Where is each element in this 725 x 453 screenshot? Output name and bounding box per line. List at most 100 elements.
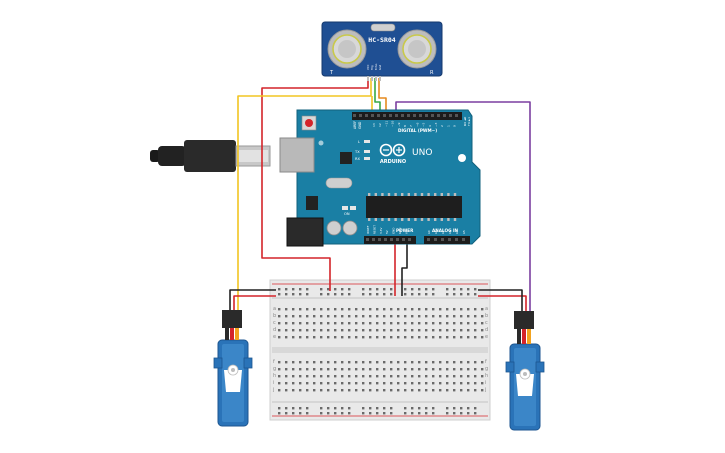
- rail-hole[interactable]: [376, 412, 379, 415]
- breadboard-hole[interactable]: [320, 389, 323, 392]
- breadboard-hole[interactable]: [327, 361, 330, 364]
- breadboard-hole[interactable]: [341, 368, 344, 371]
- rail-hole[interactable]: [390, 412, 393, 415]
- rail-hole[interactable]: [446, 407, 449, 410]
- breadboard-hole[interactable]: [390, 336, 393, 339]
- breadboard-hole[interactable]: [355, 315, 358, 318]
- wire-yellow-servo-left[interactable]: [237, 78, 372, 312]
- breadboard-hole[interactable]: [474, 361, 477, 364]
- breadboard-hole[interactable]: [313, 382, 316, 385]
- breadboard-hole[interactable]: [299, 315, 302, 318]
- header-hole[interactable]: [408, 238, 411, 241]
- header-hole[interactable]: [359, 114, 362, 117]
- breadboard-hole[interactable]: [404, 315, 407, 318]
- breadboard-hole[interactable]: [355, 375, 358, 378]
- breadboard-hole[interactable]: [327, 368, 330, 371]
- breadboard-hole[interactable]: [404, 389, 407, 392]
- breadboard-hole[interactable]: [341, 382, 344, 385]
- breadboard-hole[interactable]: [453, 368, 456, 371]
- breadboard-hole[interactable]: [341, 389, 344, 392]
- breadboard-hole[interactable]: [369, 361, 372, 364]
- breadboard-hole[interactable]: [418, 322, 421, 325]
- breadboard-hole[interactable]: [404, 361, 407, 364]
- breadboard-hole[interactable]: [481, 361, 484, 364]
- breadboard-hole[interactable]: [369, 308, 372, 311]
- breadboard-hole[interactable]: [446, 361, 449, 364]
- rail-hole[interactable]: [404, 293, 407, 296]
- rail-hole[interactable]: [334, 288, 337, 291]
- breadboard-hole[interactable]: [397, 361, 400, 364]
- breadboard-hole[interactable]: [481, 308, 484, 311]
- breadboard-hole[interactable]: [460, 389, 463, 392]
- rail-hole[interactable]: [278, 293, 281, 296]
- breadboard-hole[interactable]: [376, 375, 379, 378]
- breadboard-hole[interactable]: [285, 322, 288, 325]
- rail-hole[interactable]: [348, 293, 351, 296]
- header-hole[interactable]: [431, 114, 434, 117]
- breadboard-hole[interactable]: [446, 336, 449, 339]
- breadboard-hole[interactable]: [306, 329, 309, 332]
- breadboard-hole[interactable]: [397, 389, 400, 392]
- breadboard-hole[interactable]: [439, 315, 442, 318]
- breadboard-hole[interactable]: [411, 329, 414, 332]
- rail-hole[interactable]: [474, 288, 477, 291]
- breadboard-hole[interactable]: [460, 336, 463, 339]
- breadboard-hole[interactable]: [467, 336, 470, 339]
- breadboard-hole[interactable]: [327, 315, 330, 318]
- breadboard-hole[interactable]: [362, 329, 365, 332]
- breadboard-hole[interactable]: [383, 336, 386, 339]
- breadboard-hole[interactable]: [404, 368, 407, 371]
- breadboard-hole[interactable]: [334, 375, 337, 378]
- breadboard-hole[interactable]: [411, 382, 414, 385]
- header-hole[interactable]: [419, 114, 422, 117]
- breadboard-hole[interactable]: [348, 361, 351, 364]
- breadboard-hole[interactable]: [390, 375, 393, 378]
- rail-hole[interactable]: [320, 412, 323, 415]
- breadboard-hole[interactable]: [390, 361, 393, 364]
- header-hole[interactable]: [462, 238, 465, 241]
- header-hole[interactable]: [371, 114, 374, 117]
- rail-hole[interactable]: [453, 407, 456, 410]
- breadboard-hole[interactable]: [425, 336, 428, 339]
- breadboard-hole[interactable]: [362, 368, 365, 371]
- rail-hole[interactable]: [348, 412, 351, 415]
- rail-hole[interactable]: [425, 288, 428, 291]
- rail-hole[interactable]: [341, 288, 344, 291]
- breadboard-hole[interactable]: [334, 315, 337, 318]
- breadboard-hole[interactable]: [383, 389, 386, 392]
- header-hole[interactable]: [413, 114, 416, 117]
- breadboard-hole[interactable]: [334, 382, 337, 385]
- rail-hole[interactable]: [334, 407, 337, 410]
- breadboard-hole[interactable]: [418, 375, 421, 378]
- rail-hole[interactable]: [369, 407, 372, 410]
- rail-hole[interactable]: [425, 293, 428, 296]
- breadboard-hole[interactable]: [362, 389, 365, 392]
- arduino-uno[interactable]: ARDUINO UNO DIGITAL (PWM~) POWER ANALOG …: [279, 109, 481, 247]
- rail-hole[interactable]: [278, 407, 281, 410]
- breadboard-hole[interactable]: [460, 308, 463, 311]
- wire-red-servo-right[interactable]: [478, 295, 527, 313]
- breadboard-hole[interactable]: [460, 315, 463, 318]
- breadboard-hole[interactable]: [320, 322, 323, 325]
- breadboard-hole[interactable]: [432, 315, 435, 318]
- breadboard-hole[interactable]: [474, 368, 477, 371]
- breadboard-hole[interactable]: [327, 322, 330, 325]
- breadboard-hole[interactable]: [348, 375, 351, 378]
- breadboard-hole[interactable]: [292, 361, 295, 364]
- servo-right[interactable]: [505, 311, 545, 431]
- breadboard-hole[interactable]: [418, 389, 421, 392]
- rail-hole[interactable]: [425, 407, 428, 410]
- breadboard-hole[interactable]: [299, 361, 302, 364]
- breadboard-hole[interactable]: [292, 329, 295, 332]
- breadboard-hole[interactable]: [383, 382, 386, 385]
- rail-hole[interactable]: [467, 412, 470, 415]
- rail-hole[interactable]: [306, 412, 309, 415]
- breadboard-hole[interactable]: [411, 336, 414, 339]
- breadboard-hole[interactable]: [474, 315, 477, 318]
- rail-hole[interactable]: [299, 293, 302, 296]
- usb-cable[interactable]: [150, 140, 271, 172]
- rail-hole[interactable]: [446, 293, 449, 296]
- rail-hole[interactable]: [383, 407, 386, 410]
- header-hole[interactable]: [437, 114, 440, 117]
- breadboard-hole[interactable]: [278, 336, 281, 339]
